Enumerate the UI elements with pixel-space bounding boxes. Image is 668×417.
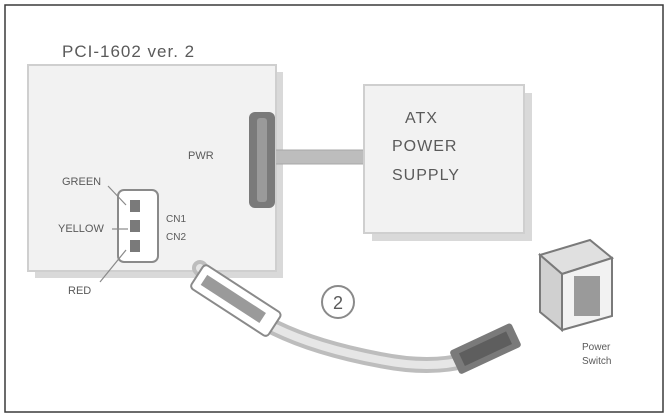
cable-connector-pins [200,274,266,324]
power-cable [276,150,366,164]
label-green: GREEN [62,176,101,188]
power-switch-device [537,238,615,333]
led-pin-2 [130,220,140,232]
cable-connector [190,264,282,337]
psu-line-1: ATX [405,110,438,127]
led-leader-1 [107,185,127,206]
connector-label-1: CN1 [166,214,186,225]
device-label-1: Power [582,342,611,353]
callout-number: 2 [333,293,343,313]
label-yellow: YELLOW [58,223,104,235]
callout-circle [321,285,355,319]
psu-line-2: POWER [392,138,457,155]
led-pin-3 [130,240,140,252]
power-supply-box [363,84,525,234]
connector-label-2: CN2 [166,232,186,243]
led-leader-3 [99,249,127,283]
switch-plug-pins [458,331,513,367]
psu-line-3: SUPPLY [392,167,460,184]
device-label-2: Switch [582,356,611,367]
switch-slot [574,276,600,316]
port-label: PWR [188,150,214,162]
label-red: RED [68,285,91,297]
power-connector-pins [257,118,267,202]
board-title: PCI-1602 ver. 2 [62,42,195,61]
switch-plug [450,323,521,374]
led-pin-1 [130,200,140,212]
